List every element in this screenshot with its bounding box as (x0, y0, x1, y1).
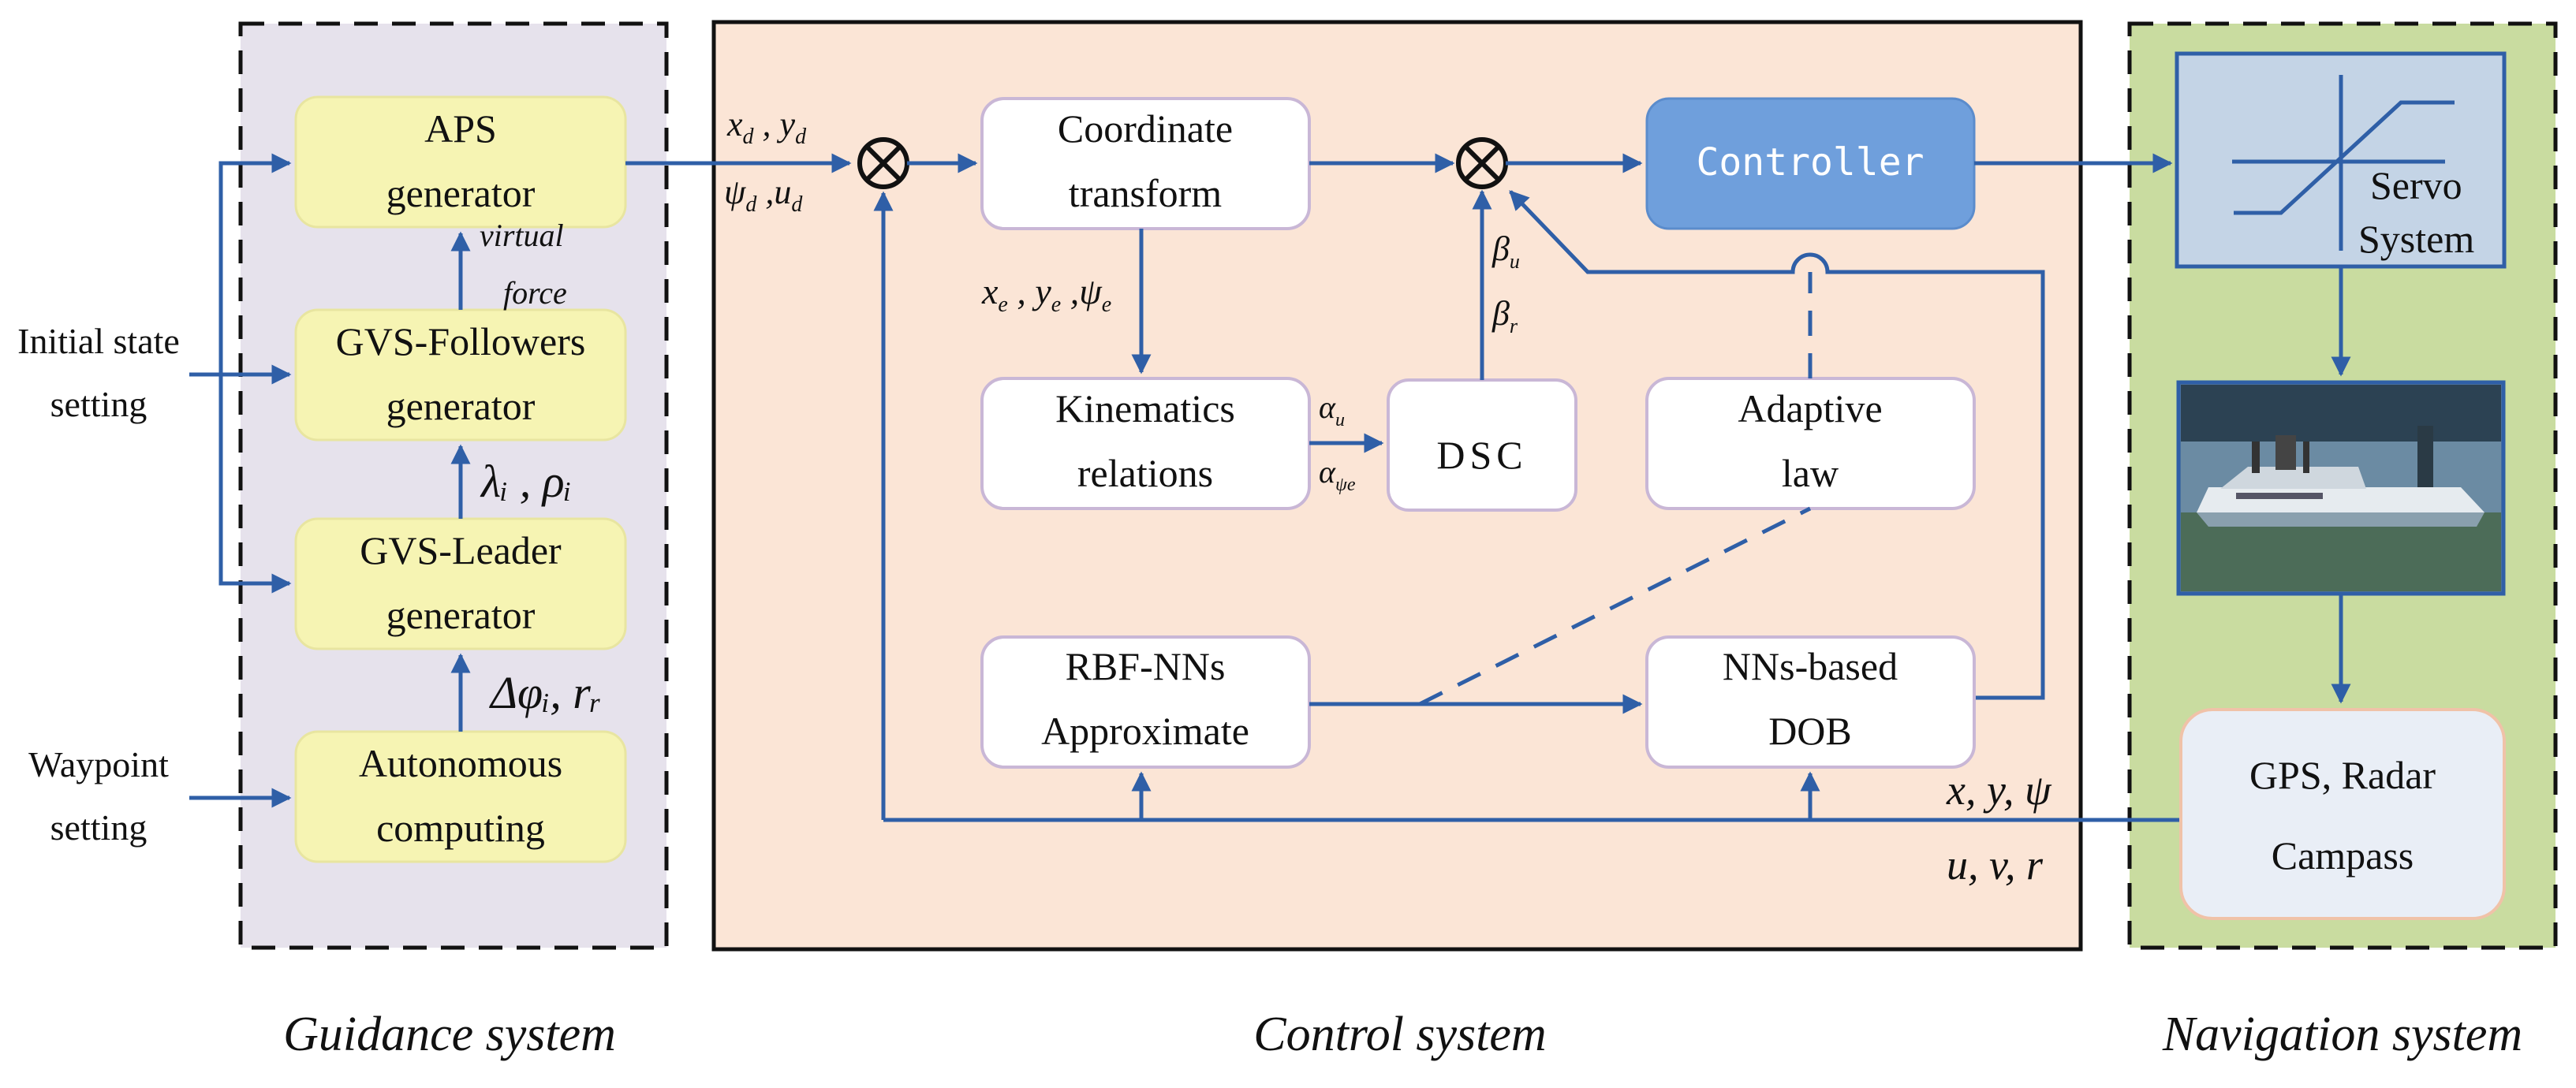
waypoint-line1: Waypoint (28, 744, 169, 784)
leader-line1: GVS-Leader (360, 528, 562, 572)
coordinate-transform-box: Coordinate transform (980, 97, 1311, 230)
gvs-followers-box: GVS-Followers generator (294, 308, 627, 442)
controller-label: Controller (1697, 140, 1925, 184)
adaptive-line1: Adaptive (1738, 386, 1882, 430)
arrow-initial-to-aps (218, 153, 292, 374)
saturation-curve (2234, 100, 2455, 215)
summing-junction-1 (857, 137, 909, 189)
servo-line1: Servo (2370, 163, 2462, 207)
gps-line1: GPS, Radar (2249, 753, 2436, 797)
kinematics-relations-box: Kinematics relations (980, 377, 1311, 510)
uvr-label: u, v, r (1947, 841, 2044, 889)
dsc-label: DSC (1436, 433, 1527, 477)
gps-line2: Campass (2272, 833, 2414, 877)
adaptive-line2: law (1782, 451, 1839, 495)
virtual-label: virtual (480, 218, 564, 253)
summing-junction-2 (1456, 137, 1508, 189)
guidance-system-label: Guidance system (283, 1008, 616, 1061)
dsc-box: DSC (1387, 378, 1577, 512)
aps-line2: generator (386, 171, 536, 215)
xy-psi-label: x, y, ψ (1946, 766, 2052, 814)
followers-line1: GVS-Followers (336, 319, 586, 363)
servo-system-box: Servo System (2175, 51, 2507, 269)
usv-vessel-image (2176, 380, 2506, 596)
coord-line1: Coordinate (1058, 106, 1233, 151)
followers-line2: generator (386, 384, 536, 428)
arrow-initial-to-leader (218, 374, 292, 594)
initial-state-line1: Initial state (17, 321, 180, 361)
rbf-line1: RBF-NNs (1066, 644, 1226, 688)
lambda-rho-label: λᵢ , ρᵢ (480, 456, 572, 507)
adaptive-law-box: Adaptive law (1645, 377, 1976, 510)
autonomous-computing-box: Autonomous computing (294, 730, 627, 863)
servo-line2: System (2358, 217, 2474, 261)
coord-line2: transform (1069, 171, 1222, 215)
gps-radar-box: GPS, Radar Campass (2179, 708, 2506, 920)
auto-line1: Autonomous (359, 741, 562, 785)
dob-line2: DOB (1768, 709, 1852, 753)
auto-line2: computing (376, 806, 545, 850)
aps-generator-box: APS generator (294, 95, 627, 229)
controller-box: Controller (1645, 97, 1976, 230)
navigation-system-label: Navigation system (2162, 1008, 2522, 1061)
delta-phi-label: Δφᵢ, rᵣ (489, 667, 602, 718)
rbf-nns-box: RBF-NNs Approximate (980, 635, 1311, 769)
waypoint-line2: setting (50, 807, 147, 848)
xd-yd-label: xd , yd (726, 105, 807, 149)
dob-line1: NNs-based (1723, 644, 1898, 688)
leader-line2: generator (386, 593, 536, 637)
nns-dob-box: NNs-based DOB (1645, 635, 1976, 769)
initial-state-line2: setting (50, 384, 147, 424)
rbf-line2: Approximate (1041, 709, 1249, 753)
dashed-rbf-to-adaptive (1418, 506, 1812, 706)
control-system-label: Control system (1253, 1008, 1546, 1061)
kin-line2: relations (1077, 451, 1213, 495)
kin-line1: Kinematics (1055, 386, 1235, 430)
arrow-dob-feedback-to-sum2 (1509, 190, 2045, 700)
aps-line1: APS (424, 106, 497, 151)
gvs-leader-box: GVS-Leader generator (294, 517, 627, 650)
psi-ud-label: ψd ,ud (724, 173, 803, 217)
force-label: force (503, 275, 567, 311)
